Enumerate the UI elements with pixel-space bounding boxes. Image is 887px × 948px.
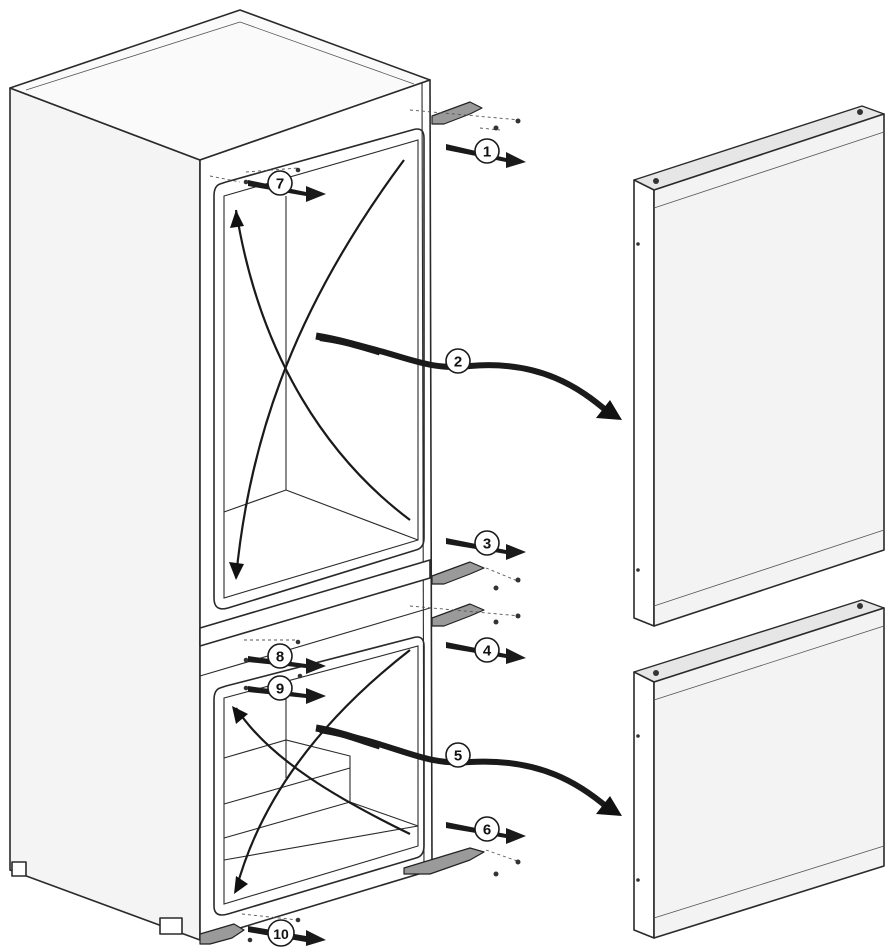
lower-door-removal-arrow [315, 724, 622, 816]
upper-compartment-opening [213, 128, 425, 610]
step-badge-2: 2 [445, 348, 471, 374]
step-label-6: 6 [483, 822, 491, 839]
diagonal-arrow-icon [230, 210, 244, 228]
lower-door-side-edge [633, 671, 655, 939]
step-badge-1: 1 [474, 138, 500, 164]
screw-icon [209, 109, 521, 943]
cabinet-side-panel [9, 87, 201, 941]
step-label-8: 8 [276, 649, 284, 666]
compartment-divider [199, 559, 431, 647]
diagonal-arrow-icon [232, 706, 248, 724]
step-label-7: 7 [276, 176, 284, 193]
step-label-2: 2 [454, 354, 462, 371]
hinge-icon [431, 101, 483, 125]
diagonal-arrows-upper [229, 159, 411, 580]
fridge-cabinet [9, 9, 433, 941]
hinge-icon [403, 847, 485, 875]
step-badge-3: 3 [474, 530, 500, 556]
step-label-5: 5 [454, 748, 462, 765]
upper-door [633, 105, 885, 627]
step-badge-8: 8 [267, 643, 293, 669]
upper-door-side-edge [633, 179, 655, 627]
hinge-icon [431, 561, 485, 585]
step-badge-4: 4 [474, 637, 500, 663]
hinge-icon [431, 603, 485, 627]
upper-door-removal-arrow [315, 332, 622, 420]
step-label-4: 4 [483, 643, 492, 660]
diagonal-arrow-icon [229, 562, 244, 580]
step-badge-9: 9 [267, 675, 293, 701]
cabinet-foot-left [11, 861, 27, 877]
lower-door-face [653, 607, 885, 939]
step-label-3: 3 [483, 536, 491, 553]
step-badge-5: 5 [445, 742, 471, 768]
step-badge-6: 6 [474, 816, 500, 842]
step-label-10: 10 [273, 926, 289, 942]
step-badge-10: 10 [267, 919, 295, 947]
lower-compartment-opening [213, 636, 425, 916]
lower-door [633, 599, 885, 939]
diagonal-arrows-lower [232, 649, 411, 894]
cabinet-foot-front [159, 917, 183, 935]
step-label-1: 1 [483, 144, 491, 161]
upper-door-face [653, 113, 885, 627]
hinge-icon [199, 923, 245, 945]
step-badge-7: 7 [267, 170, 293, 196]
step-label-9: 9 [276, 681, 284, 698]
diagonal-arrow-icon [234, 876, 248, 894]
